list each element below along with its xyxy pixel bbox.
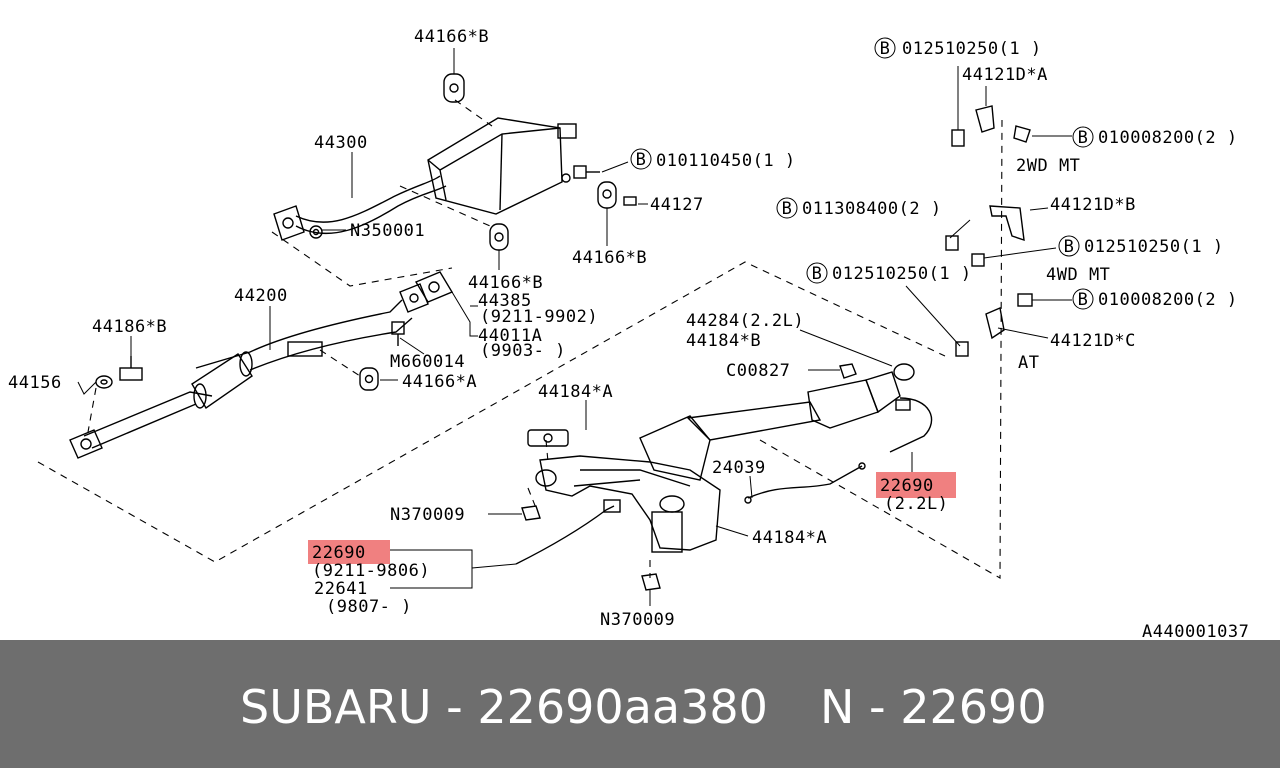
label-44121db: 44121D*B xyxy=(1050,195,1136,215)
svg-text:B: B xyxy=(636,150,647,170)
label-44186b: 44186*B xyxy=(92,317,167,337)
rear-hanger-top xyxy=(443,73,465,103)
pin-44127 xyxy=(623,196,637,206)
front-exhaust-pipe xyxy=(527,363,915,553)
footer-part-number: N - 22690 xyxy=(820,680,1047,734)
label-22641: 22641 xyxy=(314,579,368,599)
label-44166b-mid: 44166*B xyxy=(468,273,543,293)
bolt-marker-icon: B xyxy=(630,148,652,170)
nut-n350001 xyxy=(309,225,323,239)
o2-sensor-rear xyxy=(889,397,933,453)
label-44184a-top: 44184*A xyxy=(538,382,613,402)
part-labels: 44166*B 44300 N350001 44166*B 44166*B 44… xyxy=(8,27,1249,642)
label-010110450: 010110450(1 ) xyxy=(656,151,796,171)
svg-text:B: B xyxy=(1064,237,1075,257)
label-44166b-right: 44166*B xyxy=(572,248,647,268)
svg-text:B: B xyxy=(1078,290,1089,310)
nut-n370009-bottom xyxy=(641,573,661,591)
label-012510250-top: 012510250(1 ) xyxy=(902,39,1042,59)
svg-text:B: B xyxy=(880,39,891,59)
rear-pipe-dash xyxy=(399,185,491,227)
label-9903: (9903- ) xyxy=(480,341,566,361)
bolt-m660014 xyxy=(391,321,405,346)
washer-44156 xyxy=(95,375,113,389)
center-group-outline xyxy=(37,261,946,563)
label-44166a: 44166*A xyxy=(402,372,477,392)
bolt-marker-icon: B xyxy=(1072,126,1094,148)
label-44166b-top: 44166*B xyxy=(414,27,489,47)
label-2wd-mt: 2WD MT xyxy=(1016,156,1080,176)
bolt-marker-icons: B B B B B B B xyxy=(630,37,1094,310)
label-44300: 44300 xyxy=(314,133,368,153)
o2-sensor-front xyxy=(515,499,621,565)
label-9807: (9807- ) xyxy=(326,597,412,617)
label-at: AT xyxy=(1018,353,1039,373)
bolt-marker-icon: B xyxy=(806,262,828,284)
bracket-44121dc xyxy=(955,293,1033,357)
exhaust-parts-diagram: B B B B B B B 44166*B 44300 N350001 4416… xyxy=(8,27,1249,642)
label-44184a-bottom: 44184*A xyxy=(752,528,827,548)
label-4wd-mt: 4WD MT xyxy=(1046,265,1110,285)
label-c00827: C00827 xyxy=(726,361,790,381)
label-010008200-top: 010008200(2 ) xyxy=(1098,128,1238,148)
leader-lines xyxy=(77,48,1072,606)
label-n370009-left: N370009 xyxy=(390,505,465,525)
label-9211-9806: (9211-9806) xyxy=(312,561,430,581)
rear-hanger-mid xyxy=(489,223,509,251)
label-22690-left: 22690 xyxy=(312,543,366,563)
label-44121dc: 44121D*C xyxy=(1050,331,1136,351)
label-44385: 44385 xyxy=(478,291,532,311)
hanger-44166a xyxy=(359,367,379,391)
label-44011a: 44011A xyxy=(478,326,542,346)
center-dash-a xyxy=(319,349,361,377)
label-012510250-mid: 012510250(1 ) xyxy=(1084,237,1224,257)
svg-text:B: B xyxy=(782,199,793,219)
rear-bolt xyxy=(561,165,600,183)
label-010008200-bottom: 010008200(2 ) xyxy=(1098,290,1238,310)
label-44200: 44200 xyxy=(234,286,288,306)
label-9211-9902: (9211-9902) xyxy=(480,307,598,327)
footer-title: SUBARU - 22690aa380 xyxy=(240,680,768,734)
label-22690-right: 22690 xyxy=(880,476,934,496)
bracket-44121da xyxy=(951,105,1031,147)
bolt-marker-icon: B xyxy=(776,197,798,219)
diagram-id: A440001037 xyxy=(1142,622,1249,640)
bracket-44121db xyxy=(945,205,1025,267)
center-pipe xyxy=(69,283,429,459)
label-44184b: 44184*B xyxy=(686,331,761,351)
highlight-22690-left xyxy=(308,540,390,564)
svg-text:B: B xyxy=(812,264,823,284)
bolt-marker-icon: B xyxy=(1072,288,1094,310)
rear-group-outline xyxy=(271,231,453,287)
sensor-cable-24039 xyxy=(744,462,866,504)
bolt-marker-icon: B xyxy=(874,37,896,59)
label-011308400: 011308400(2 ) xyxy=(802,199,942,219)
label-n350001: N350001 xyxy=(350,221,425,241)
label-n370009-bottom: N370009 xyxy=(600,610,675,630)
svg-text:B: B xyxy=(1078,128,1089,148)
label-44156: 44156 xyxy=(8,373,62,393)
label-44121da: 44121D*A xyxy=(962,65,1048,85)
label-44284: 44284(2.2L) xyxy=(686,311,804,331)
muffler-hanger-dash xyxy=(454,99,493,127)
nut-n370009-left xyxy=(521,505,541,521)
front-dash-a xyxy=(527,487,537,509)
sensor-44186b xyxy=(119,356,143,381)
label-24039: 24039 xyxy=(712,458,766,478)
caption-bar: SUBARU - 22690aa380 N - 22690 xyxy=(0,640,1280,768)
label-012510250-left: 012510250(1 ) xyxy=(832,264,972,284)
diagram-canvas: B B B B B B B 44166*B 44300 N350001 4416… xyxy=(8,27,1249,642)
center-dash-b xyxy=(87,387,97,433)
rear-muffler xyxy=(427,117,577,215)
highlight-22690-right xyxy=(876,472,956,498)
nut-c00827 xyxy=(839,363,857,379)
bolt-marker-icon: B xyxy=(1058,235,1080,257)
rear-hanger-right xyxy=(597,181,617,209)
label-44127: 44127 xyxy=(650,195,704,215)
front-dash-c xyxy=(545,439,549,463)
label-m660014: M660014 xyxy=(390,352,465,372)
label-2-2l: (2.2L) xyxy=(884,494,948,514)
front-group-outline xyxy=(759,119,1003,579)
